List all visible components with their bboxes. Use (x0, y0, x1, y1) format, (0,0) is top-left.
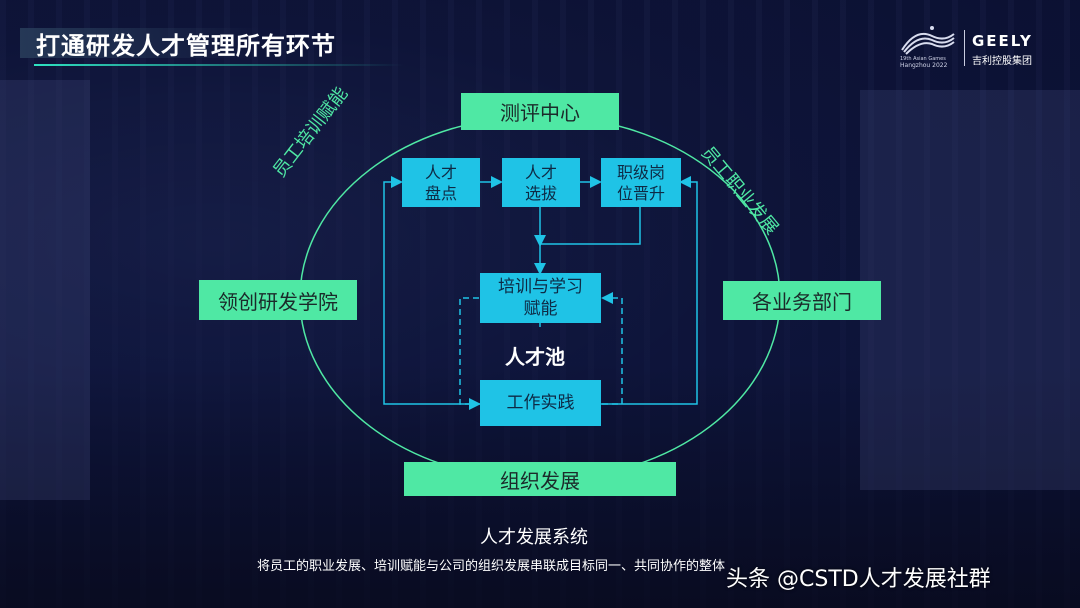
talent-inventory-line1: 人才 (424, 162, 457, 182)
work-practice-box: 工作实践 (480, 380, 601, 426)
talent-selection-box: 人才 选拔 (502, 158, 580, 207)
talent-selection-line1: 人才 (524, 162, 557, 182)
logo-divider (964, 30, 965, 66)
promotion-line2: 位晋升 (616, 183, 665, 203)
talent-inventory-line2: 盘点 (424, 183, 457, 203)
asian-games-logo-icon (901, 26, 955, 55)
training-line1: 培训与学习 (498, 277, 583, 297)
system-title: 人才发展系统 (480, 527, 588, 548)
talent-inventory-box: 人才 盘点 (402, 158, 480, 207)
page-title: 打通研发人才管理所有环节 (36, 32, 336, 60)
logo-event-line1: 19th Asian Games (900, 56, 946, 62)
logo-brand-cn: 吉利控股集团 (972, 56, 1032, 67)
title-bar (20, 28, 260, 58)
org-development-box: 组织发展 (404, 462, 676, 496)
background-building-right (860, 90, 1080, 490)
assessment-center-box: 测评中心 (461, 93, 619, 130)
training-box: 培训与学习 赋能 (480, 273, 601, 323)
logo-event-line2: Hangzhou 2022 (900, 62, 948, 69)
logo (898, 26, 1058, 70)
background-building-left (0, 80, 90, 500)
talent-pool-label: 人才池 (505, 345, 565, 369)
title-underline (34, 64, 404, 66)
rd-academy-box: 领创研发学院 (199, 280, 357, 320)
watermark: 头条 @CSTD人才发展社群 (726, 567, 991, 592)
training-line2: 赋能 (523, 299, 558, 319)
promotion-line1: 职级岗 (616, 162, 665, 182)
promotion-box: 职级岗 位晋升 (601, 158, 681, 207)
talent-selection-line2: 选拔 (524, 183, 557, 203)
logo-brand: GEELY (972, 32, 1033, 50)
business-units-box: 各业务部门 (723, 281, 881, 320)
system-description: 将员工的职业发展、培训赋能与公司的组织发展串联成目标同一、共同协作的整体 (257, 559, 726, 574)
